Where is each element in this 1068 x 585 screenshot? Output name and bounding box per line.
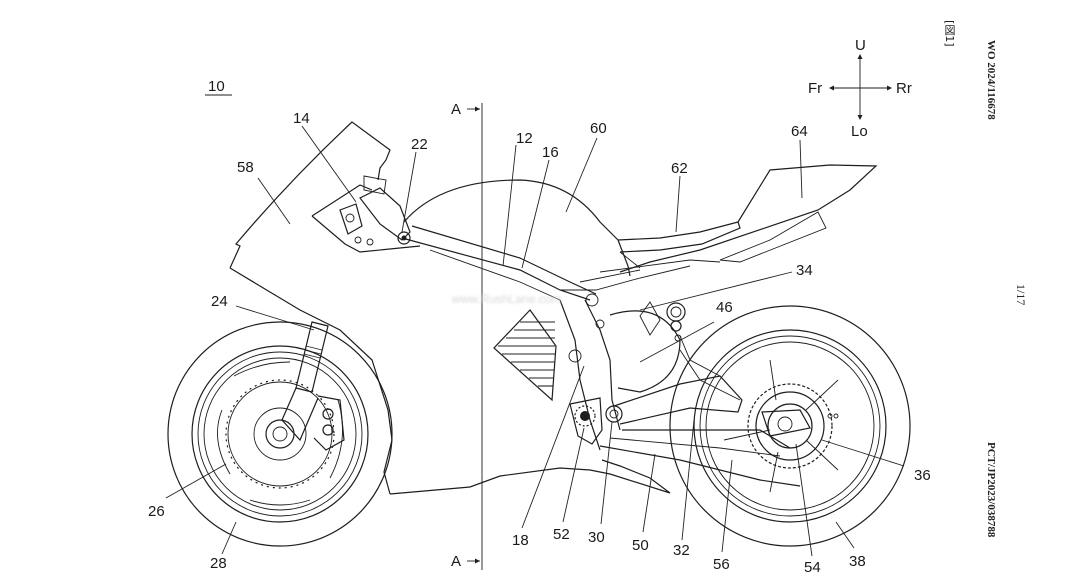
- label-50: 50: [632, 537, 649, 554]
- arrow-right-icon: [887, 85, 892, 91]
- radiator: [493, 309, 557, 402]
- sheet-number: 1/17: [1014, 284, 1028, 306]
- direction-low-label: Lo: [851, 123, 868, 140]
- leader-lines: [165, 125, 905, 557]
- application-number: PCT/JP2023/038788: [985, 442, 997, 538]
- label-52: 52: [553, 526, 570, 543]
- reference-numeral-10: 10: [205, 78, 232, 96]
- rear-wheel: [669, 305, 911, 547]
- label-64: 64: [791, 123, 808, 140]
- label-18: 18: [512, 532, 529, 549]
- label-24: 24: [211, 293, 228, 310]
- label-46: 46: [716, 299, 733, 316]
- figure-label: [図1]: [943, 20, 956, 47]
- label-22: 22: [411, 136, 428, 153]
- direction-front-label: Fr: [808, 80, 822, 97]
- svg-text:10: 10: [208, 78, 225, 95]
- label-54: 54: [804, 559, 821, 576]
- label-28: 28: [210, 555, 227, 572]
- drive-sprocket-assembly: [569, 397, 623, 445]
- label-30: 30: [588, 529, 605, 546]
- publication-number: WO 2024/116678: [985, 40, 997, 120]
- section-marker-top: A: [451, 101, 461, 118]
- label-60: 60: [590, 120, 607, 137]
- label-26: 26: [148, 503, 165, 520]
- seat: [617, 221, 741, 269]
- tank-cover: [403, 179, 631, 277]
- label-62: 62: [671, 160, 688, 177]
- direction-indicator: U Lo Fr Rr: [808, 37, 912, 140]
- front-fairing: [229, 121, 671, 495]
- arrow-up-icon: [857, 54, 863, 59]
- electric-motor: [609, 301, 686, 393]
- direction-up-label: U: [855, 37, 866, 54]
- label-38: 38: [849, 553, 866, 570]
- label-56: 56: [713, 556, 730, 573]
- section-marker-bottom: A: [451, 553, 461, 570]
- label-58: 58: [237, 159, 254, 176]
- label-34: 34: [796, 262, 813, 279]
- label-36: 36: [914, 467, 931, 484]
- direction-rear-label: Rr: [896, 80, 912, 97]
- reference-labels: 12 14 16 18 22 24 26 28 30 32 34 36 38 4…: [148, 110, 931, 576]
- swingarm: [599, 335, 801, 487]
- arrow-down-icon: [857, 115, 863, 120]
- label-14: 14: [293, 110, 310, 127]
- tail-cowl: [599, 164, 878, 273]
- front-wheel: [167, 321, 393, 547]
- section-line-a-a: A A: [451, 101, 483, 570]
- watermark: www.RushLane.com: [452, 292, 562, 306]
- front-fork: [281, 321, 345, 451]
- label-32: 32: [673, 542, 690, 559]
- label-16: 16: [542, 144, 559, 161]
- arrow-left-icon: [829, 85, 834, 91]
- label-12: 12: [516, 130, 533, 147]
- handlebar-assembly: [339, 175, 411, 246]
